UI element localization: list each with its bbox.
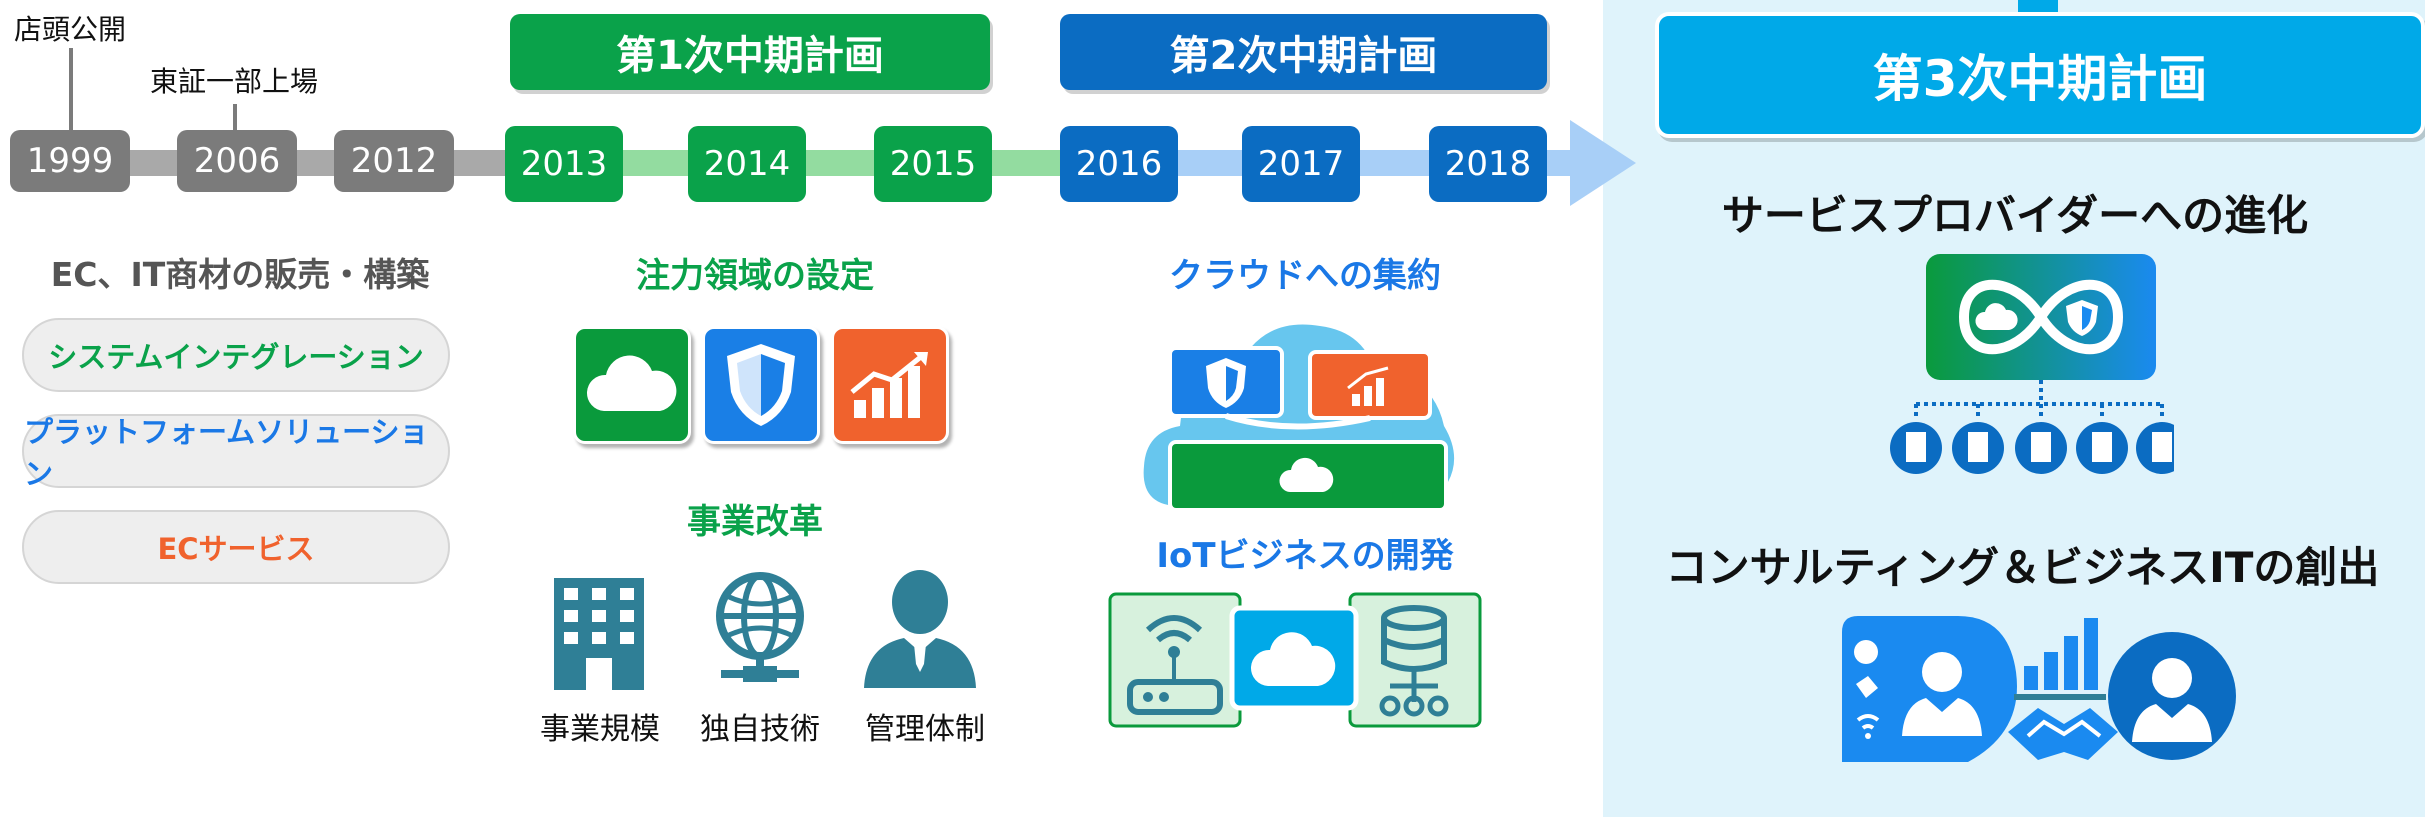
ipo-label: 店頭公開: [14, 13, 127, 46]
listing-label: 東証一部上場: [150, 65, 319, 98]
plan3-header: 第3次中期計画: [1655, 12, 2425, 138]
timeline-arrow-head: [1570, 120, 1636, 206]
cloud-tile: [573, 326, 691, 444]
pill-ec-service: ECサービス: [22, 510, 450, 584]
year-2015: 2015: [874, 126, 992, 202]
growth-tile: [831, 326, 949, 444]
reform-heading: 事業改革: [687, 502, 823, 542]
network-globe-icon: [716, 572, 804, 682]
service-heading: サービスプロバイダーへの進化: [1721, 191, 2309, 240]
pill-system-integration: システムインテグレーション: [22, 318, 450, 392]
consulting-heading: コンサルティング＆ビジネスITの創出: [1665, 543, 2380, 592]
cloud-heading: クラウドへの集約: [1169, 256, 1441, 296]
year-1999: 1999: [10, 130, 130, 192]
ipo-connector: [69, 48, 73, 134]
panel-top-tab: [2018, 0, 2058, 14]
caption-management: 管理体制: [865, 712, 985, 747]
building-icon: [554, 578, 644, 690]
service-provider-icon: [1890, 254, 2174, 474]
pill-platform-solution: プラットフォームソリューション: [22, 414, 450, 491]
caption-original-tech: 独自技術: [700, 712, 820, 747]
iot-heading: IoTビジネスの開発: [1156, 536, 1454, 576]
year-2014: 2014: [688, 126, 806, 202]
year-2018: 2018: [1429, 126, 1547, 202]
shield-icon: [727, 344, 795, 426]
cloud-consolidation-icon: [1143, 324, 1455, 512]
consulting-icon: [1842, 616, 2236, 762]
plan1-header: 第1次中期計画: [510, 14, 990, 90]
focus-heading: 注力領域の設定: [636, 256, 874, 296]
cloud-icon: [586, 355, 677, 411]
caption-business-scale: 事業規模: [540, 712, 660, 747]
year-2013: 2013: [505, 126, 623, 202]
year-2012: 2012: [334, 130, 454, 192]
iot-devices-icon: [1108, 592, 1482, 728]
year-2006: 2006: [177, 130, 297, 192]
plan2-header: 第2次中期計画: [1060, 14, 1547, 90]
year-2017: 2017: [1242, 126, 1360, 202]
manager-icon: [864, 570, 976, 688]
listing-connector: [233, 104, 237, 134]
year-2016: 2016: [1060, 126, 1178, 202]
security-tile: [702, 326, 820, 444]
left-heading: EC、IT商材の販売・構築: [50, 255, 430, 294]
growth-chart-icon: [850, 352, 928, 418]
